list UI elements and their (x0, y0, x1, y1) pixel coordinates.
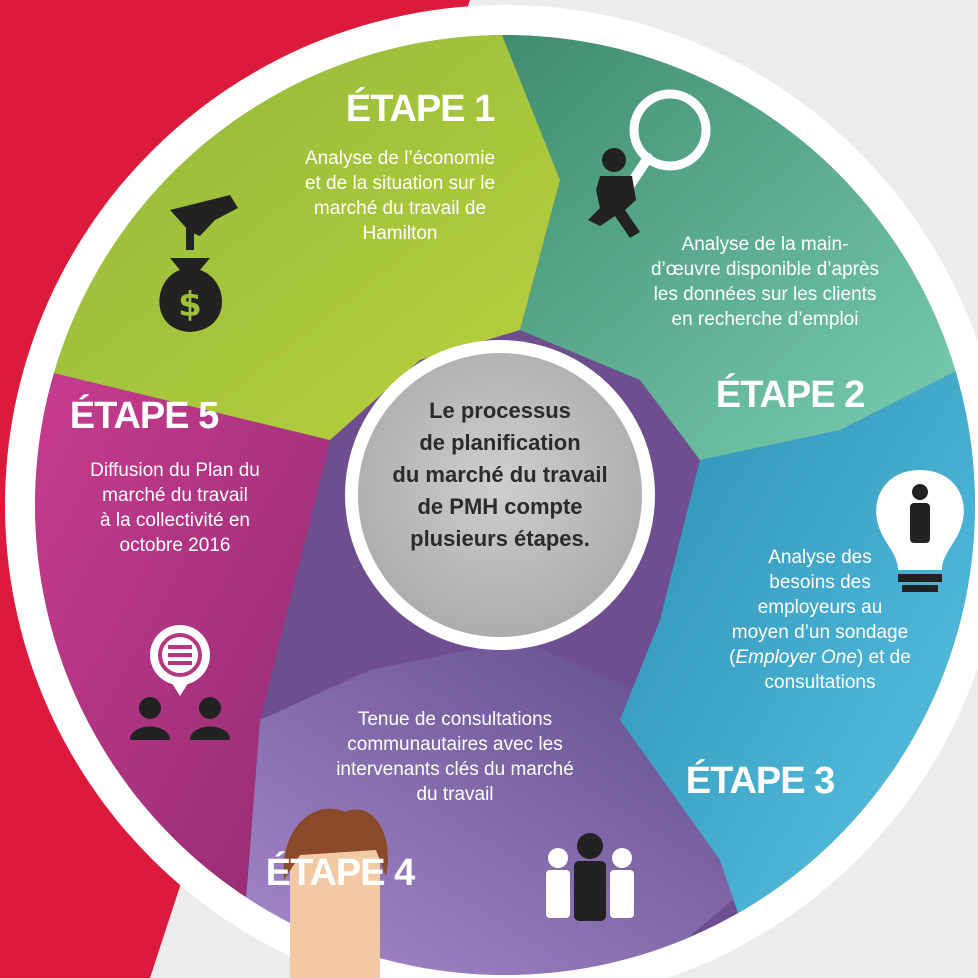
magnifier-person-icon (588, 89, 711, 238)
step-5-description: Diffusion du Plan du marché du travail à… (90, 460, 260, 556)
svg-text:$: $ (178, 285, 202, 325)
step-4-description: Tenue de consultations communautaires av… (336, 709, 574, 805)
speech-people-icon (130, 625, 230, 740)
center-circle (358, 353, 642, 637)
center-title: Le processus de planification du marché … (392, 398, 608, 551)
hand-money-bag-icon: $ (159, 195, 238, 332)
step-3-title: ÉTAPE 3 (685, 760, 836, 802)
avatar-icon (283, 808, 388, 978)
lightbulb-person-icon (876, 470, 964, 592)
step-1-description: Analyse de l’économie et de la situation… (304, 148, 496, 244)
step-2-title: ÉTAPE 2 (715, 374, 866, 416)
step-1-title: ÉTAPE 1 (345, 88, 496, 130)
step-2-description: Analyse de la main- d’œuvre disponible d… (650, 234, 880, 330)
step-4-title: ÉTAPE 4 (265, 852, 416, 894)
step-3-description: Analyse des besoins des employeurs au mo… (729, 547, 911, 693)
step-5-title: ÉTAPE 5 (69, 395, 220, 437)
group-people-icon (546, 833, 634, 921)
